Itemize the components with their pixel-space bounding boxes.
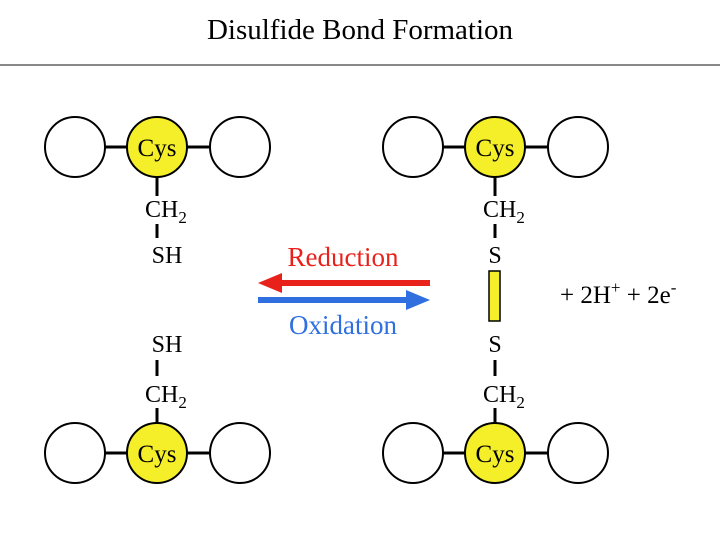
title-divider [0,64,720,66]
sulfur-atom: S [488,243,501,269]
thiol-group: SH [152,243,183,269]
residue-circle [382,116,444,178]
residue-circle [382,422,444,484]
reaction-products: + 2H+ + 2e- [560,278,677,309]
left-bottom-chain: SH CH2 Cys [44,332,271,484]
cys-label: Cys [476,441,515,468]
reduction-arrow-head [258,273,282,293]
residue-circle [547,422,609,484]
sulfur-atom: S [488,332,501,358]
reduction-label: Reduction [288,242,399,272]
cys-residue [464,422,526,484]
ch2-group: CH2 [483,382,525,412]
thiol-group: SH [152,332,183,358]
right-bottom-chain: S CH2 Cys [382,332,609,484]
diagram-title: Disulfide Bond Formation [206,14,514,46]
residue-circle [547,116,609,178]
residue-circle [44,422,106,484]
oxidation-label: Oxidation [289,310,397,340]
ch2-group: CH2 [145,382,187,412]
cys-label: Cys [476,135,515,162]
residue-circle [209,116,271,178]
cys-label: Cys [138,441,177,468]
ch2-group: CH2 [145,197,187,227]
ch2-group: CH2 [483,197,525,227]
right-top-chain: Cys CH2 S [382,116,609,269]
oxidation-arrow-head [406,290,430,310]
cys-label: Cys [138,135,177,162]
left-top-chain: Cys CH2 SH [44,116,271,269]
disulfide-bond [488,270,501,322]
residue-circle [209,422,271,484]
cys-residue [126,422,188,484]
residue-circle [44,116,106,178]
reaction-arrows: Reduction Oxidation [258,242,430,340]
